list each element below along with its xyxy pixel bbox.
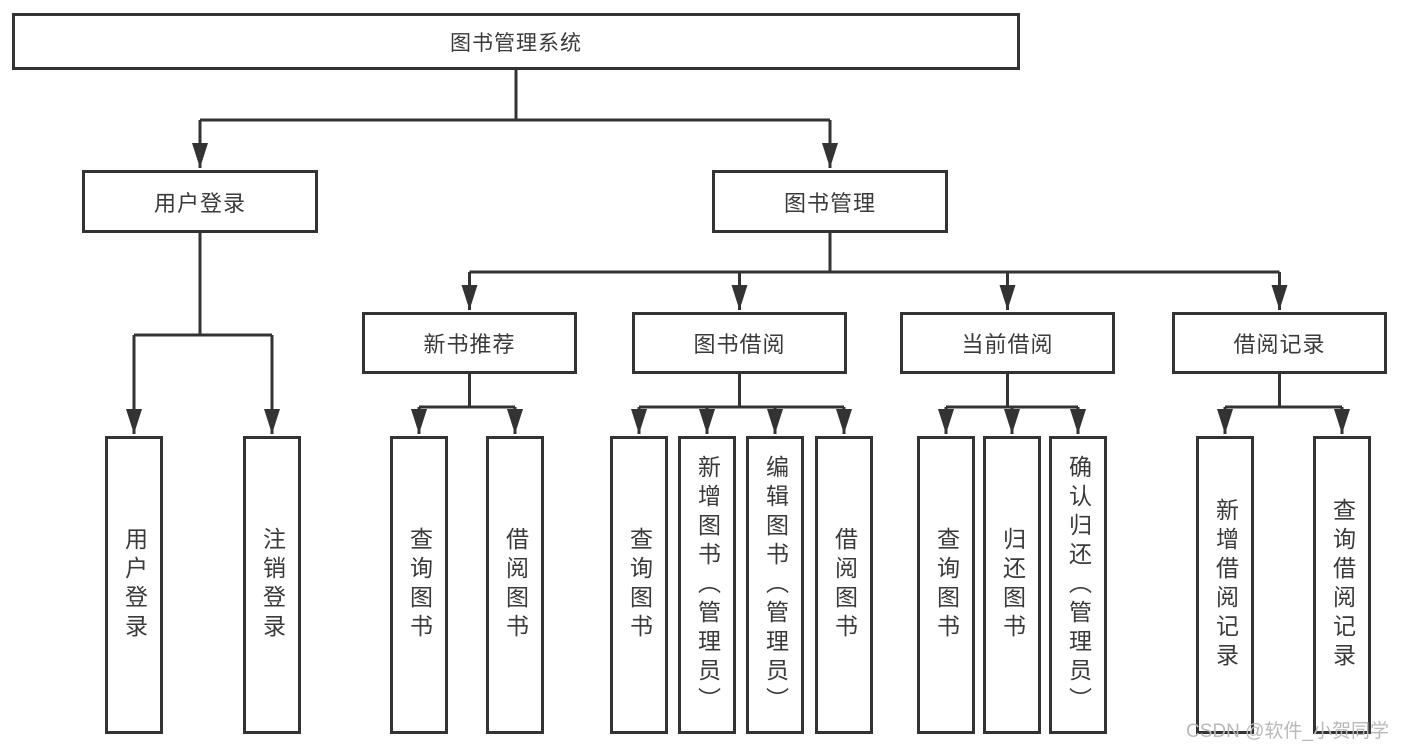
node-new-book-rec: 新书推荐 xyxy=(362,312,577,374)
node-leaf-rec-borrow-books: 借阅图书 xyxy=(486,436,544,734)
node-leaf-confirm-return-admin-label: 确认归还（管理员） xyxy=(1065,454,1092,716)
node-leaf-rec-query-books: 查询图书 xyxy=(390,436,448,734)
wire-book-borrow-branch xyxy=(639,374,844,409)
node-borrow-records: 借阅记录 xyxy=(1172,312,1387,374)
node-new-book-rec-label: 新书推荐 xyxy=(423,332,516,357)
node-leaf-logout-label: 注销登录 xyxy=(259,527,286,643)
node-leaf-rec-query-books-label: 查询图书 xyxy=(406,527,433,643)
node-leaf-current-query-books: 查询图书 xyxy=(917,436,975,734)
node-user-login: 用户登录 xyxy=(82,170,318,233)
node-leaf-edit-books-admin-label: 编辑图书（管理员） xyxy=(762,454,789,716)
node-leaf-current-query-books-label: 查询图书 xyxy=(933,527,960,643)
node-leaf-borrow-query-books-label: 查询图书 xyxy=(626,527,653,643)
node-leaf-query-borrow-record-label: 查询借阅记录 xyxy=(1329,498,1356,672)
node-leaf-borrow-query-books: 查询图书 xyxy=(610,436,668,734)
wire-new-book-rec-branch xyxy=(419,374,515,409)
wire-current-borrow-branch xyxy=(946,374,1078,409)
node-leaf-return-books: 归还图书 xyxy=(983,436,1041,734)
node-book-borrow-label: 图书借阅 xyxy=(693,332,786,357)
node-root-label: 图书管理系统 xyxy=(450,31,582,55)
node-leaf-borrow-books: 借阅图书 xyxy=(815,436,873,734)
node-current-borrow-label: 当前借阅 xyxy=(961,332,1054,357)
node-leaf-query-borrow-record: 查询借阅记录 xyxy=(1313,436,1371,734)
node-leaf-user-login: 用户登录 xyxy=(105,436,163,734)
wire-borrow-records-branch xyxy=(1225,374,1342,409)
wire-user-login-branch xyxy=(134,233,272,337)
node-root: 图书管理系统 xyxy=(12,13,1020,70)
node-leaf-user-login-label: 用户登录 xyxy=(121,527,148,643)
node-book-borrow: 图书借阅 xyxy=(632,312,847,374)
node-user-login-label: 用户登录 xyxy=(153,190,246,216)
node-leaf-add-books-admin-label: 新增图书（管理员） xyxy=(694,454,721,716)
node-leaf-confirm-return-admin: 确认归还（管理员） xyxy=(1049,436,1107,734)
csdn-watermark: CSDN @软件_小贺同学 xyxy=(1186,721,1389,742)
node-leaf-borrow-books-label: 借阅图书 xyxy=(831,527,858,643)
node-leaf-add-borrow-record-label: 新增借阅记录 xyxy=(1212,498,1239,672)
node-leaf-rec-borrow-books-label: 借阅图书 xyxy=(502,527,529,643)
node-current-borrow: 当前借阅 xyxy=(900,312,1115,374)
node-leaf-return-books-label: 归还图书 xyxy=(999,527,1026,643)
node-book-mgmt: 图书管理 xyxy=(712,170,948,233)
node-book-mgmt-label: 图书管理 xyxy=(783,190,876,216)
wire-book-mgmt-branch xyxy=(469,233,1280,274)
wire-root-branch xyxy=(200,70,830,122)
node-leaf-add-borrow-record: 新增借阅记录 xyxy=(1196,436,1254,734)
node-borrow-records-label: 借阅记录 xyxy=(1233,332,1326,357)
node-leaf-add-books-admin: 新增图书（管理员） xyxy=(678,436,736,734)
node-leaf-edit-books-admin: 编辑图书（管理员） xyxy=(746,436,804,734)
node-leaf-logout: 注销登录 xyxy=(243,436,301,734)
